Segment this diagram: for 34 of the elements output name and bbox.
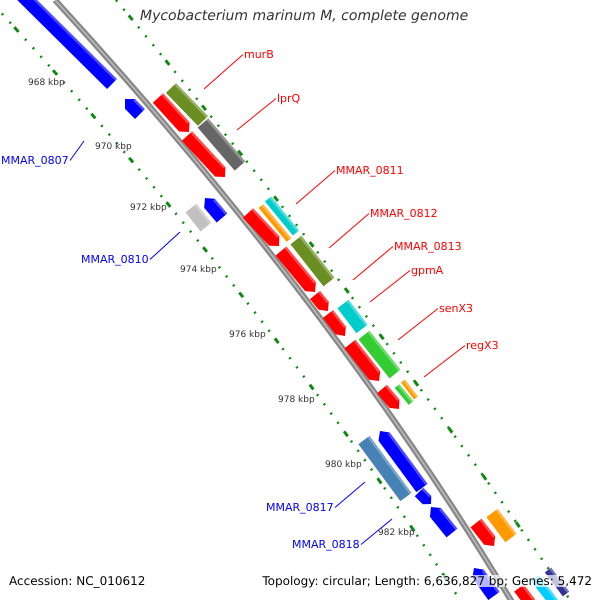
gene-label: MMAR_0812	[370, 208, 438, 219]
gene-label: MMAR_0813	[394, 241, 462, 252]
leader-line	[424, 345, 466, 378]
gene-label: gpmA	[411, 265, 444, 276]
gene-label: senX3	[439, 303, 474, 314]
gene-label: regX3	[466, 340, 499, 351]
tick-label: 972 kbp	[130, 204, 167, 213]
tick-label: 976 kbp	[229, 331, 266, 340]
tick-label: 970 kbp	[95, 143, 132, 152]
leader-line	[150, 232, 180, 260]
map-title: Mycobacterium marinum M, complete genome	[140, 9, 468, 23]
tick-label: 968 kbp	[28, 79, 65, 88]
leader-line	[328, 213, 370, 248]
leader-line	[236, 98, 276, 130]
gene-label: MMAR_0817	[266, 502, 334, 513]
leader-line	[204, 54, 244, 90]
tick-label: 978 kbp	[278, 396, 315, 405]
leader-line	[370, 270, 410, 302]
leader-line	[398, 308, 438, 340]
tick-label: 982 kbp	[378, 529, 415, 538]
leader-line	[352, 246, 394, 280]
gene-label: MMAR_0811	[336, 165, 404, 176]
leader-line	[296, 170, 336, 204]
tick-label: 974 kbp	[180, 266, 217, 275]
leader-line	[70, 140, 84, 161]
gene-label: lprQ	[277, 93, 300, 104]
leader-line	[334, 482, 366, 508]
gene-label: MMAR_0818	[292, 539, 360, 550]
leader-line	[360, 518, 392, 545]
gene-label: MMAR_0810	[81, 254, 149, 265]
tick-label: 980 kbp	[325, 461, 362, 470]
accession-text: Accession: NC_010612	[9, 575, 146, 587]
gene-label: MMAR_0807	[1, 155, 69, 166]
gene-label: murB	[244, 49, 274, 60]
